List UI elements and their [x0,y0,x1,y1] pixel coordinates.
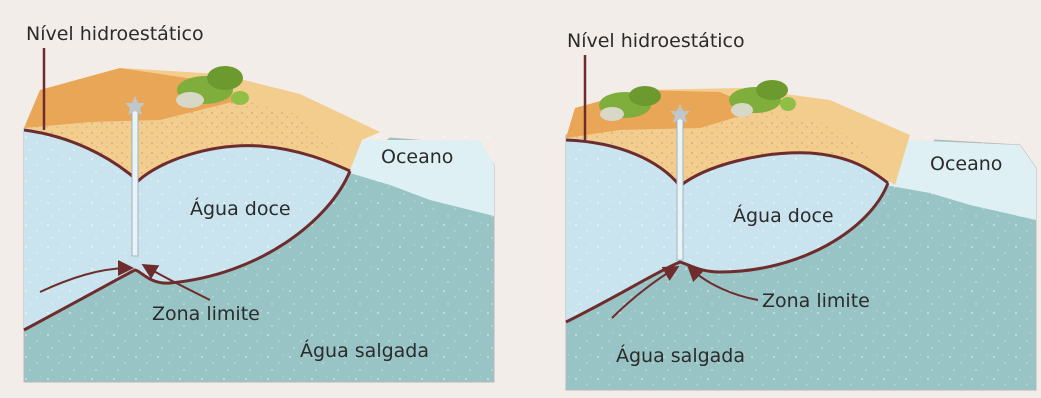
right-ocean-label: Oceano [930,153,1002,175]
left-ocean-label: Oceano [381,146,453,168]
left-salt-water-label: Água salgada [300,339,429,362]
left-well-pipe [132,104,138,256]
right-salt-water-label: Água salgada [616,344,745,367]
right-water-table-label: Nível hidroestático [567,30,745,52]
right-fresh-water-label: Água doce [733,204,834,227]
left-panel: Nível hidroestático Oceano Água doce Zon… [24,23,494,382]
right-well-pipe [677,112,683,260]
right-panel: Nível hidroestático Oceano Água doce Zon… [566,30,1036,390]
left-fresh-water-label: Água doce [190,197,291,220]
left-water-table-label: Nível hidroestático [26,23,204,45]
right-boundary-zone-label: Zona limite [762,290,870,312]
left-boundary-zone-label: Zona limite [152,303,260,325]
